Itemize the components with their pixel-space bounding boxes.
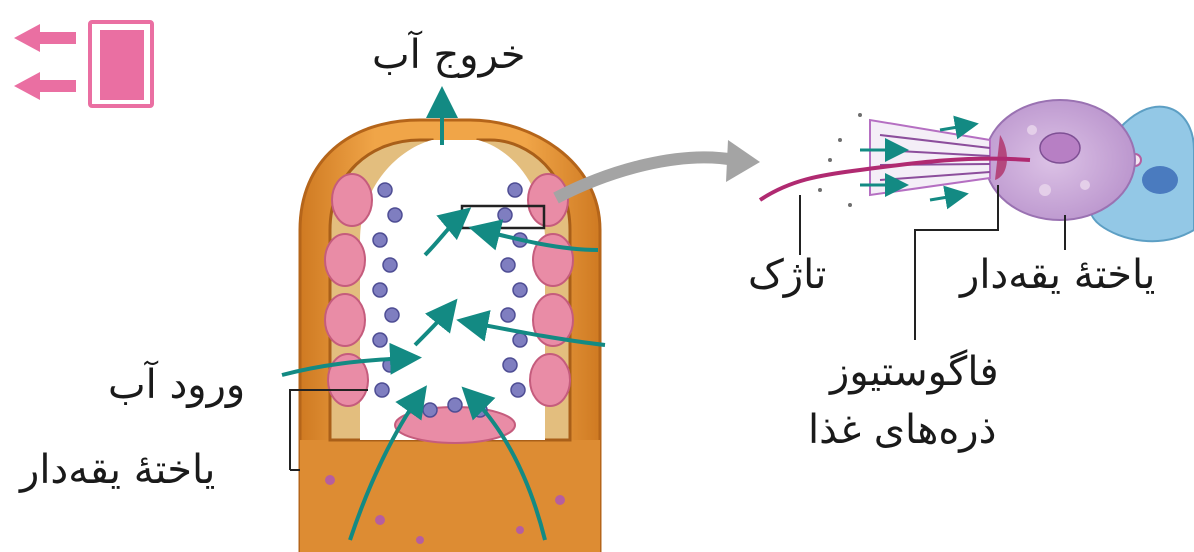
detail-collar-cell	[760, 100, 1194, 241]
label-flagellum: تاژک	[748, 255, 826, 295]
magnify-pointer-arrowhead	[726, 140, 760, 182]
label-water-out: خروج آب	[372, 35, 525, 75]
book-arrows-icon	[14, 22, 152, 106]
label-collar-cell-left: یاختهٔ یقه‌دار	[20, 450, 215, 490]
label-food-particles: ذره‌های غذا	[808, 410, 996, 450]
label-water-in: ورود آب	[108, 365, 245, 405]
label-collar-cell-right: یاختهٔ یقه‌دار	[960, 255, 1155, 295]
label-phagocytosis: فاگوستیوز	[830, 352, 999, 392]
